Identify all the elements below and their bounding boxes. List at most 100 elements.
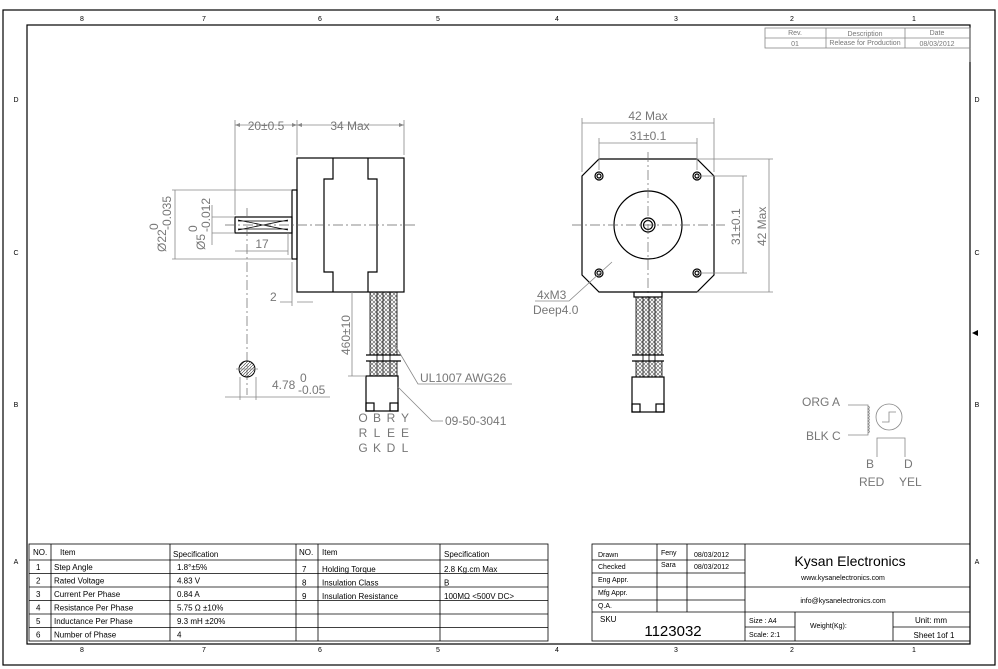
- dim-flange-thickness: 2: [270, 290, 277, 304]
- approval-date: 08/03/2012: [694, 552, 729, 559]
- dim-shaft-tol-lower: -0.012: [199, 198, 213, 232]
- spec-row-item: Current Per Phase: [54, 590, 121, 599]
- drawing-frame: 8 8 7 7 6 6 5 5 4 4 3 3 2 2 1 1 D D C C B B A A: [2, 9, 996, 666]
- zone-column-bottom: 8: [80, 647, 84, 654]
- zone-row-left: B: [14, 402, 19, 409]
- description-header: Description: [847, 31, 882, 38]
- zone-column-top: 6: [318, 16, 322, 23]
- zone-row-left: D: [13, 97, 18, 104]
- zone-row-right: D: [974, 97, 979, 104]
- sku-value: 1123032: [644, 623, 701, 640]
- spec-row-value: 0.84 A: [177, 590, 200, 599]
- zone-column-top: 8: [80, 16, 84, 23]
- dim-flat-tol-lower: -0.05: [298, 383, 326, 397]
- sheet-number: Sheet 1of 1: [914, 631, 955, 640]
- spec-row-item: Insulation Class: [322, 579, 378, 588]
- wire-color-letter: R: [359, 426, 368, 440]
- spec-row-value: 5.75 Ω ±10%: [177, 604, 223, 613]
- zone-column-bottom: 6: [318, 647, 322, 654]
- dim-width: 42 Max: [628, 109, 667, 123]
- wiring-schematic: ORG A BLK C B D RED YEL: [802, 395, 922, 489]
- approval-role: Eng Appr.: [598, 577, 628, 584]
- dim-body-length: 34 Max: [330, 119, 369, 133]
- spec-header: Specification: [444, 550, 489, 559]
- spec-row-number: 2: [36, 577, 41, 586]
- zone-column-top: 1: [912, 16, 916, 23]
- approval-name: Sara: [661, 562, 676, 569]
- spec-header: Specification: [173, 550, 218, 559]
- dim-hole-spacing-h: 31±0.1: [630, 129, 667, 143]
- spec-row-number: 1: [36, 563, 41, 572]
- wire-color-letter: G: [358, 441, 367, 455]
- spec-row-item: Rated Voltage: [54, 577, 105, 586]
- center-mark-arrow: [972, 330, 978, 336]
- zone-column-bottom: 1: [912, 647, 916, 654]
- wire-color-letter: R: [387, 411, 396, 425]
- zone-column-bottom: 3: [674, 647, 678, 654]
- wire-color-letter: L: [374, 426, 381, 440]
- spec-row-number: 9: [302, 592, 307, 601]
- description-value: Release for Production: [829, 40, 900, 47]
- spec-row-number: 5: [36, 617, 41, 626]
- wire-color-letter: L: [402, 441, 409, 455]
- date-header: Date: [930, 30, 945, 37]
- company-website: www.kysanelectronics.com: [800, 575, 885, 582]
- spec-row-value: 4: [177, 631, 182, 640]
- dim-flat-length: 17: [255, 237, 269, 251]
- approval-role: Mfg Appr.: [598, 590, 628, 597]
- dim-flange-tol-upper: 0: [147, 223, 161, 230]
- zone-column-top: 5: [436, 16, 440, 23]
- wire-color-letter: D: [387, 441, 396, 455]
- approval-date: 08/03/2012: [694, 564, 729, 571]
- holes-label: 4xM3: [537, 288, 567, 302]
- spec-row-item: Inductance Per Phase: [54, 617, 133, 626]
- spec-row-value: 2.8 Kg.cm Max: [444, 565, 497, 574]
- rev-header: Rev.: [788, 30, 802, 37]
- spec-header: NO.: [299, 548, 313, 557]
- approval-role: Q.A.: [598, 603, 612, 610]
- dim-lead-length: 460±10: [339, 315, 353, 355]
- dim-flat: 4.78: [272, 378, 296, 392]
- spec-row-number: 6: [36, 631, 41, 640]
- spec-row-number: 4: [36, 604, 41, 613]
- sku-label: SKU: [600, 615, 617, 624]
- company-name: Kysan Electronics: [794, 553, 905, 569]
- wire-label: UL1007 AWG26: [420, 371, 507, 385]
- lead-b-color: RED: [859, 475, 885, 489]
- zone-column-top: 7: [202, 16, 206, 23]
- spec-header: Item: [60, 548, 76, 557]
- wire-color-letter: Y: [401, 411, 409, 425]
- spec-row-number: 8: [302, 579, 307, 588]
- zone-column-bottom: 2: [790, 647, 794, 654]
- wire-color-letter: K: [373, 441, 381, 455]
- dim-flange-tol-lower: -0.035: [160, 196, 174, 230]
- zone-column-top: 3: [674, 16, 678, 23]
- dim-flat-tol-upper: 0: [300, 371, 307, 385]
- date-value: 08/03/2012: [919, 41, 954, 48]
- lead-d-label: D: [904, 457, 913, 471]
- spec-row-value: B: [444, 579, 449, 588]
- spec-row-value: 100MΩ <500V DC>: [444, 592, 514, 601]
- lead-a-label: ORG A: [802, 395, 840, 409]
- zone-column-bottom: 7: [202, 647, 206, 654]
- lead-d-color: YEL: [899, 475, 922, 489]
- zone-column-bottom: 4: [555, 647, 559, 654]
- company-email: info@kysanelectronics.com: [800, 598, 885, 605]
- zone-row-right: A: [975, 559, 980, 566]
- spec-row-item: Insulation Resistance: [322, 592, 399, 601]
- drawing-scale: Scale: 2:1: [749, 632, 780, 639]
- revision-table: Rev. Description Date 01 Release for Pro…: [764, 27, 971, 62]
- holes-depth: Deep4.0: [533, 303, 579, 317]
- zone-row-left: A: [14, 559, 19, 566]
- side-view: 20±0.5 34 Max Ø22 0 -0.035 Ø5 0 -0.012 1…: [147, 119, 512, 455]
- connector-label: 09-50-3041: [445, 414, 507, 428]
- zone-row-left: C: [13, 250, 18, 257]
- zone-row-right: B: [975, 402, 980, 409]
- approval-role: Drawn: [598, 552, 618, 559]
- zone-row-right: C: [974, 250, 979, 257]
- spec-header: Item: [322, 548, 338, 557]
- spec-row-value: 4.83 V: [177, 577, 201, 586]
